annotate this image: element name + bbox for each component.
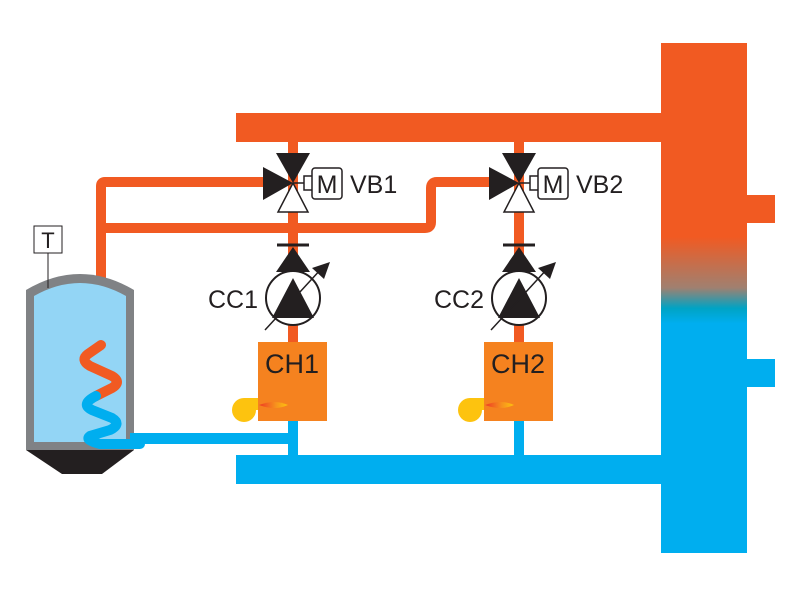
mixing-valve-vb1: M VB1 [263,153,397,213]
circuit2-cold-return [514,418,524,458]
tank-base [26,450,134,474]
temperature-sensor: T [33,225,63,288]
header-hot-outlet [747,195,775,223]
variable-speed-arrow-icon [264,267,323,331]
boiler-label: CH2 [491,349,545,379]
hydraulic-header [661,43,775,553]
header-cold-outlet [747,359,775,387]
valve-label: VB1 [350,171,397,199]
valve-top-port-icon [276,153,310,183]
pump-label: CC2 [434,286,484,314]
sensor-label: T [41,228,54,253]
valve-motor-box [537,167,569,200]
coil-cold-section [81,391,145,449]
valve-left-port-icon [263,167,293,200]
flame-icon [485,402,514,408]
pump-cc1: CC1 [208,243,330,331]
valve-bottom-port-icon [276,181,310,213]
variable-speed-arrow-icon [490,267,549,331]
valve-top-port-icon [502,153,536,183]
pump-arrow-icon [272,278,314,318]
boiler-label: CH1 [265,349,319,379]
mixing-valve-vb2: M VB2 [489,153,623,213]
valve-motor-label: M [317,171,338,199]
valve-bypass-pipe [101,177,500,233]
pump-cc2: CC2 [434,243,556,331]
boiler-ch1: CH1 [232,342,327,422]
valve-motor-box [311,167,343,200]
valve-left-port-icon [489,167,519,200]
circuit-1: M VB1 CC1 CH1 [208,153,397,422]
flame-icon [259,402,288,408]
circuit-2: M VB2 CC2 CH2 [434,153,623,422]
dhw-storage-tank [26,274,145,474]
dhw-coil-supply-pipe [96,177,275,350]
coil-hot-section [79,340,122,401]
valve-bottom-port-icon [502,181,536,213]
hot-main-pipe [236,113,662,142]
tank-water [34,283,126,442]
boiler-ch2: CH2 [458,342,553,422]
cold-main-pipe [236,455,662,484]
valve-motor-label: M [543,171,564,199]
boiler-body [258,342,327,421]
check-valve-icon [502,247,536,272]
boiler-body [484,342,553,421]
check-valve-icon [276,247,310,272]
sensor-box [33,225,63,254]
coil-return-pipe [130,433,298,444]
pump-arrow-icon [498,278,540,318]
header-body [661,43,747,553]
pump-label: CC1 [208,286,258,314]
valve-label: VB2 [576,171,623,199]
